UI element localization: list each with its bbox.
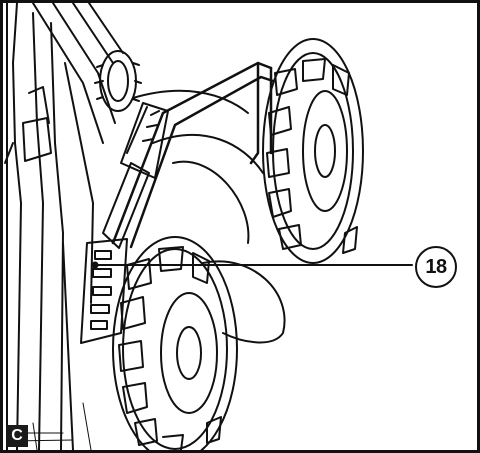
lever-grip: [102, 102, 169, 249]
part-number-callout: 18: [415, 246, 457, 288]
mower-frame-left: [4, 3, 94, 450]
panel-letter-label: C: [6, 425, 28, 447]
rear-wheel: [262, 38, 364, 264]
height-adjust-notch-plate: [80, 238, 128, 344]
height-adjust-lever: [111, 61, 275, 249]
callout-leader-line: [91, 261, 413, 269]
front-wheel: [112, 236, 238, 450]
handle-knob: [94, 50, 142, 112]
lawnmower-wheel-height-adjuster-drawing: [4, 3, 413, 450]
